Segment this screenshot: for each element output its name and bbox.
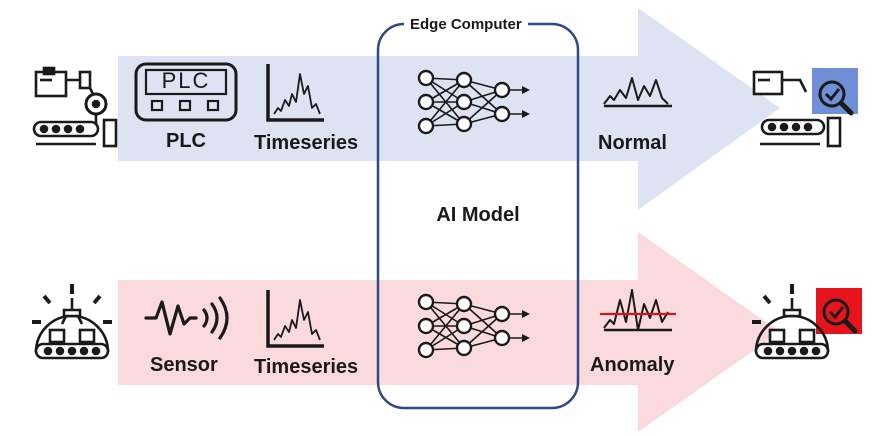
- normal-label: Normal: [598, 132, 667, 154]
- timeseries-label-bottom: Timeseries: [254, 356, 359, 378]
- anomaly-label: Anomaly: [590, 354, 675, 376]
- timeseries-label-top: Timeseries: [254, 132, 359, 154]
- normal-signal-icon: [603, 77, 672, 108]
- sensor-wave-icon: [144, 296, 229, 340]
- normal-flow-arrow: [118, 8, 780, 210]
- anomaly-flow-arrow: [118, 232, 780, 432]
- robotic-gear-machine-icon: [32, 284, 112, 360]
- sensor-label: Sensor: [150, 354, 218, 376]
- anomaly-signal-icon: [600, 289, 676, 332]
- plc-controller-icon: [134, 62, 238, 122]
- anomaly-result-machine-icon: [752, 284, 862, 360]
- plc-screen-text: PLC: [161, 68, 211, 93]
- plc-label: PLC: [166, 130, 206, 152]
- edge-computer-title: Edge Computer: [404, 16, 528, 33]
- industrial-robot-arm-icon: [32, 66, 118, 148]
- ai-model-label: AI Model: [436, 204, 520, 226]
- normal-result-machine-icon: [752, 68, 858, 148]
